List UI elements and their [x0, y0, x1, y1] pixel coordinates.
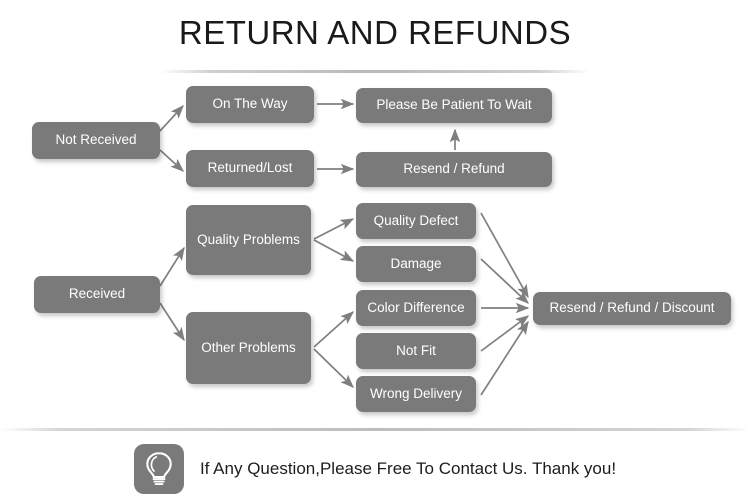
- edge-other-problems-color-difference: [313, 311, 355, 348]
- node-resend-refund[interactable]: Resend / Refund: [356, 152, 552, 187]
- edge-damage-final: [480, 258, 529, 304]
- page-title: RETURN AND REFUNDS: [178, 14, 572, 51]
- edge-wrong-delivery-final: [480, 320, 529, 396]
- node-not-received[interactable]: Not Received: [32, 122, 160, 159]
- node-quality-problems[interactable]: Quality Problems: [186, 205, 311, 275]
- edge-quality-problems-damage: [313, 239, 355, 262]
- node-damage[interactable]: Damage: [356, 246, 476, 282]
- node-color-difference[interactable]: Color Difference: [356, 290, 476, 326]
- title-divider: [160, 70, 590, 73]
- lightbulb-icon: [133, 444, 184, 494]
- node-wrong-delivery[interactable]: Wrong Delivery: [356, 376, 476, 412]
- edge-not-received-on-the-way: [159, 104, 184, 132]
- edge-quality-defect-final: [480, 212, 529, 299]
- node-received[interactable]: Received: [34, 276, 160, 313]
- node-other-problems[interactable]: Other Problems: [186, 312, 311, 384]
- edge-received-quality-problems: [159, 246, 185, 287]
- node-on-the-way[interactable]: On The Way: [186, 86, 314, 123]
- footer-divider: [0, 428, 750, 431]
- node-returned-lost[interactable]: Returned/Lost: [186, 150, 314, 187]
- edge-not-fit-final: [480, 315, 530, 352]
- node-please-be-patient-to-wait[interactable]: Please Be Patient To Wait: [356, 88, 552, 123]
- footer-text: If Any Question,Please Free To Contact U…: [199, 459, 617, 478]
- edge-other-problems-wrong-delivery: [313, 348, 354, 388]
- edge-quality-problems-quality-defect: [313, 218, 355, 240]
- node-quality-defect[interactable]: Quality Defect: [356, 203, 476, 239]
- edge-not-received-returned-lost: [159, 149, 185, 172]
- node-resend-refund-discount[interactable]: Resend / Refund / Discount: [533, 292, 731, 325]
- node-not-fit[interactable]: Not Fit: [356, 333, 476, 369]
- footer: If Any Question,Please Free To Contact U…: [0, 440, 750, 498]
- edge-received-other-problems: [159, 302, 185, 342]
